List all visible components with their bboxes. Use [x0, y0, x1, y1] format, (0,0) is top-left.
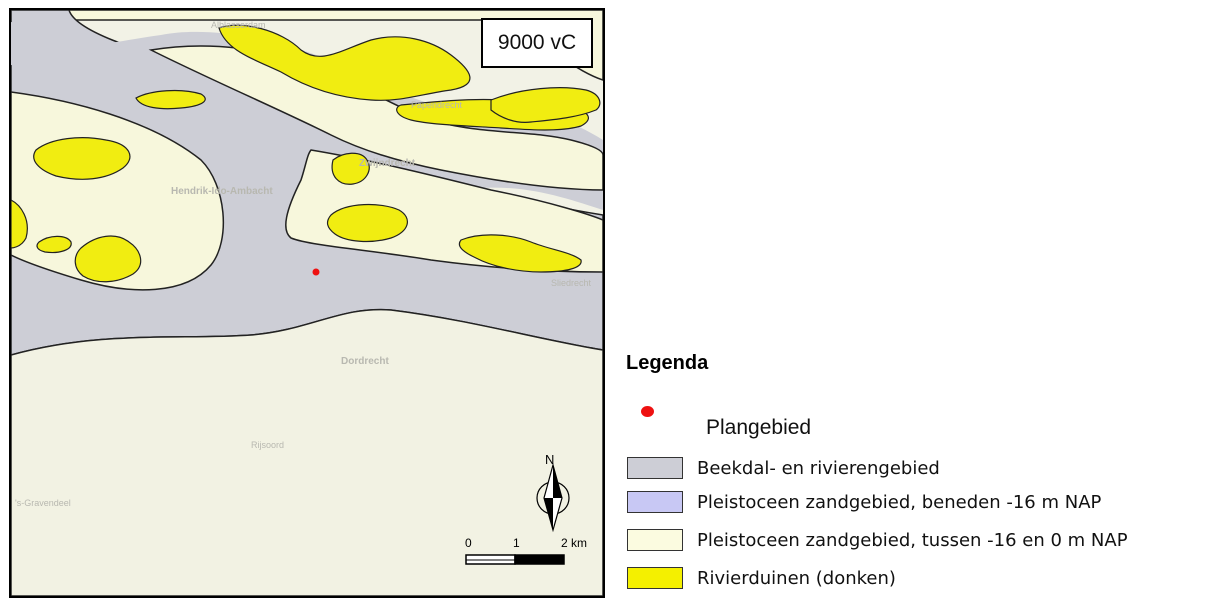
dune-4 — [135, 89, 206, 110]
dune-5 — [33, 137, 131, 180]
plan-area-legend-icon — [641, 406, 654, 417]
legend-swatch-river — [627, 457, 683, 479]
legend-item-dunes: Rivierduinen (donken) — [627, 567, 896, 589]
legend-item-sand-shallow: Pleistoceen zandgebied, tussen -16 en 0 … — [627, 529, 1128, 551]
legend-item-sand-deep: Pleistoceen zandgebied, beneden -16 m NA… — [627, 491, 1101, 513]
place-label-sliedrecht: Sliedrecht — [551, 278, 592, 288]
dune-10 — [326, 203, 408, 243]
period-label: 9000 vC — [497, 31, 577, 54]
dune-8 — [74, 235, 142, 283]
dune-6 — [11, 199, 28, 249]
place-label-rijsoord: Rijsoord — [251, 440, 285, 450]
dune-9 — [331, 152, 370, 185]
plan-area-legend-label: Plangebied — [706, 416, 812, 439]
dune-11 — [458, 234, 582, 273]
legend-title: Legenda — [626, 352, 709, 374]
map-layers — [11, 10, 603, 596]
dune-3 — [490, 87, 601, 123]
sand-bottom — [11, 308, 603, 596]
place-label-papendrecht: Papendrecht — [411, 100, 463, 110]
legend-label-sand-shallow: Pleistoceen zandgebied, tussen -16 en 0 … — [697, 529, 1128, 551]
dunes-group — [11, 24, 601, 283]
north-arrow-icon — [536, 462, 570, 533]
legend-item-river: Beekdal- en rivierengebied — [627, 457, 940, 479]
legend-swatch-dunes — [627, 567, 683, 589]
legend-label-river: Beekdal- en rivierengebied — [697, 457, 940, 479]
paleogeographic-map: Hendrik-Ido-Ambacht Zwijndrecht Dordrech… — [9, 8, 605, 598]
scale-bar — [465, 554, 565, 565]
scale-tick-1: 1 — [513, 536, 520, 550]
legend-swatch-sand-shallow — [627, 529, 683, 551]
plan-area-marker — [312, 268, 320, 276]
north-label: N — [545, 452, 555, 467]
place-label-s-gravendeel: 's-Gravendeel — [15, 498, 71, 508]
place-label-alblasserdam: Alblasserdam — [211, 20, 266, 30]
legend-label-sand-deep: Pleistoceen zandgebied, beneden -16 m NA… — [697, 491, 1102, 513]
place-label-hendrik-ido-ambacht: Hendrik-Ido-Ambacht — [171, 186, 273, 197]
place-label-zwijndrecht: Zwijndrecht — [359, 158, 416, 169]
legend-label-dunes: Rivierduinen (donken) — [697, 567, 896, 589]
period-label-box: 9000 vC — [481, 18, 593, 68]
scale-tick-0: 0 — [465, 536, 472, 550]
place-label-dordrecht: Dordrecht — [341, 356, 389, 367]
dune-1 — [218, 24, 471, 101]
dune-7 — [36, 235, 72, 254]
scale-tick-2: 2 km — [561, 536, 588, 550]
legend-swatch-sand-deep — [627, 491, 683, 513]
